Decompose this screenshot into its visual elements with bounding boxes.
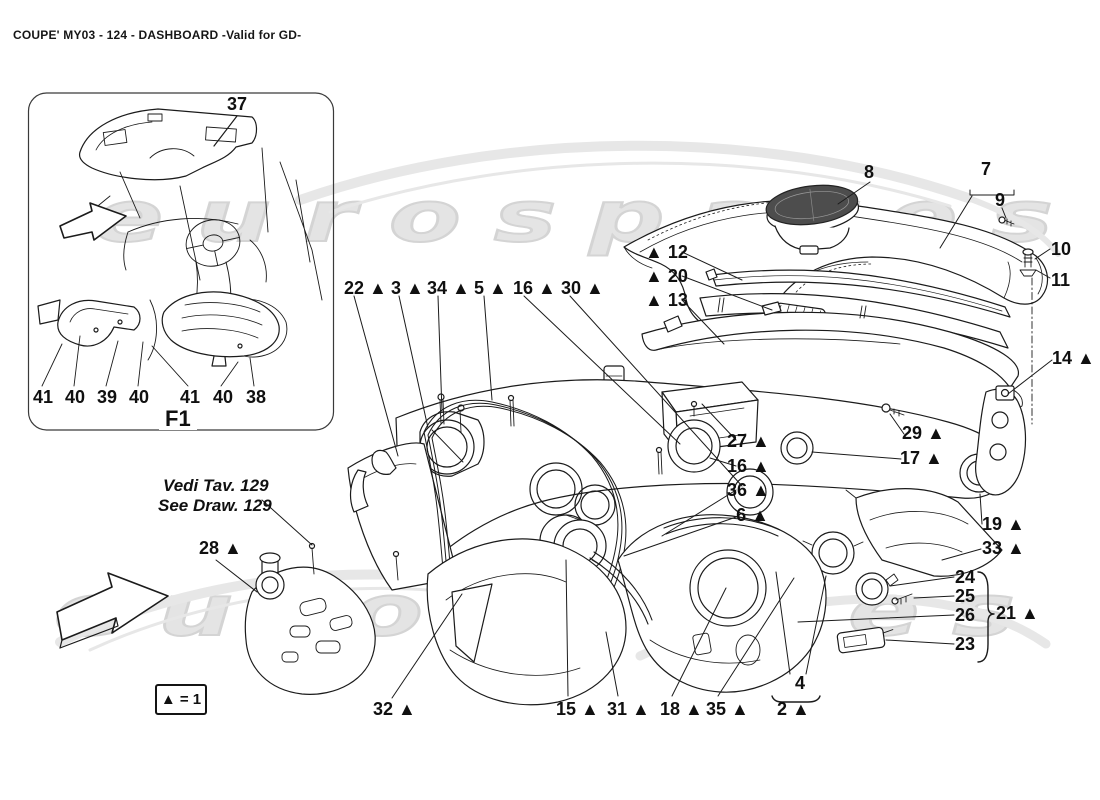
part-label-25: 25 (955, 586, 976, 606)
part-label-32: 32 ▲ (373, 699, 416, 719)
part-label-7: 7 (981, 159, 992, 179)
part-label-20: ▲ 20 (645, 266, 688, 286)
speaker-ring-16 (667, 400, 721, 473)
console-hood (617, 514, 827, 693)
reference-note-line1: Vedi Tav. 129 (163, 476, 269, 495)
part-label-19: 19 ▲ (982, 514, 1025, 534)
part-label-6: 6 ▲ (736, 505, 769, 525)
part-label-5: 5 ▲ (474, 278, 507, 298)
inset-arrow-icon (59, 202, 127, 241)
ring-4 (802, 531, 864, 575)
inset-label-40c: 40 (213, 387, 234, 407)
grommet-17 (780, 431, 814, 465)
inset-label-40a: 40 (65, 387, 86, 407)
part-label-24: 24 (955, 567, 976, 587)
part-label-22: 22 ▲ (344, 278, 387, 298)
speaker-grille (765, 184, 860, 233)
escutcheon-28 (244, 542, 400, 695)
part-label-14: 14 ▲ (1052, 348, 1095, 368)
direction-arrow-icon (56, 572, 169, 649)
part-label-28: 28 ▲ (199, 538, 242, 558)
part-label-12: ▲ 12 (645, 242, 688, 262)
screw-29 (881, 403, 905, 417)
inset-label-40b: 40 (129, 387, 150, 407)
legend-text: ▲ = 1 (160, 691, 202, 708)
cover-flap (845, 488, 1003, 577)
screw-10-11 (1019, 248, 1037, 277)
part-label-33: 33 ▲ (982, 538, 1025, 558)
inset-label-39: 39 (97, 387, 118, 407)
part-label-13: ▲ 13 (645, 290, 688, 310)
inset-label-41b: 41 (180, 387, 201, 407)
reference-note-line2: See Draw. 129 (158, 496, 272, 515)
lower-console (426, 538, 627, 706)
legend-box: ▲ = 1 (155, 684, 207, 715)
defroster-strip (705, 268, 1011, 318)
screw-9 (998, 216, 1015, 227)
inset-figure-label: F1 (159, 407, 197, 430)
clamp-23 (836, 626, 894, 654)
part-label-30: 30 ▲ (561, 278, 604, 298)
ring-24 (855, 572, 899, 606)
inset-box-art (27, 92, 335, 431)
part-label-2: 2 ▲ (777, 699, 810, 719)
part-label-18: 18 ▲ (660, 699, 703, 719)
inset-label-41a: 41 (33, 387, 54, 407)
inset-label-37: 37 (227, 94, 248, 114)
speaker-ring-30 (726, 468, 774, 516)
part-label-26: 26 (955, 605, 976, 625)
part-label-11: 11 (1051, 270, 1071, 290)
part-label-16a: 16 ▲ (513, 278, 556, 298)
part-label-3: 3 ▲ (391, 278, 424, 298)
screw-25 (891, 593, 913, 605)
part-label-10: 10 (1051, 239, 1072, 259)
part-label-35: 35 ▲ (706, 699, 749, 719)
part-label-9: 9 (995, 190, 1006, 210)
part-label-15: 15 ▲ (556, 699, 599, 719)
part-label-16b: 16 ▲ (727, 456, 770, 476)
part-label-27: 27 ▲ (727, 431, 770, 451)
bracket-22 (371, 449, 397, 475)
part-label-31: 31 ▲ (607, 699, 650, 719)
part-label-29: 29 ▲ (902, 423, 945, 443)
part-label-4: 4 (795, 673, 806, 693)
gasket-18 (663, 517, 781, 537)
part-label-23: 23 (955, 634, 976, 654)
end-cap-14 (975, 385, 1027, 496)
inset-label-38: 38 (246, 387, 267, 407)
part-label-34: 34 ▲ (427, 278, 470, 298)
part-label-8: 8 (864, 162, 875, 182)
part-label-17: 17 ▲ (900, 448, 943, 468)
part-label-36: 36 ▲ (727, 480, 770, 500)
gasket-35 (589, 551, 653, 625)
leader-lines (215, 181, 1053, 703)
page-title: COUPE' MY03 - 124 - DASHBOARD -Valid for… (13, 28, 302, 42)
part-label-21: 21 ▲ (996, 603, 1039, 623)
